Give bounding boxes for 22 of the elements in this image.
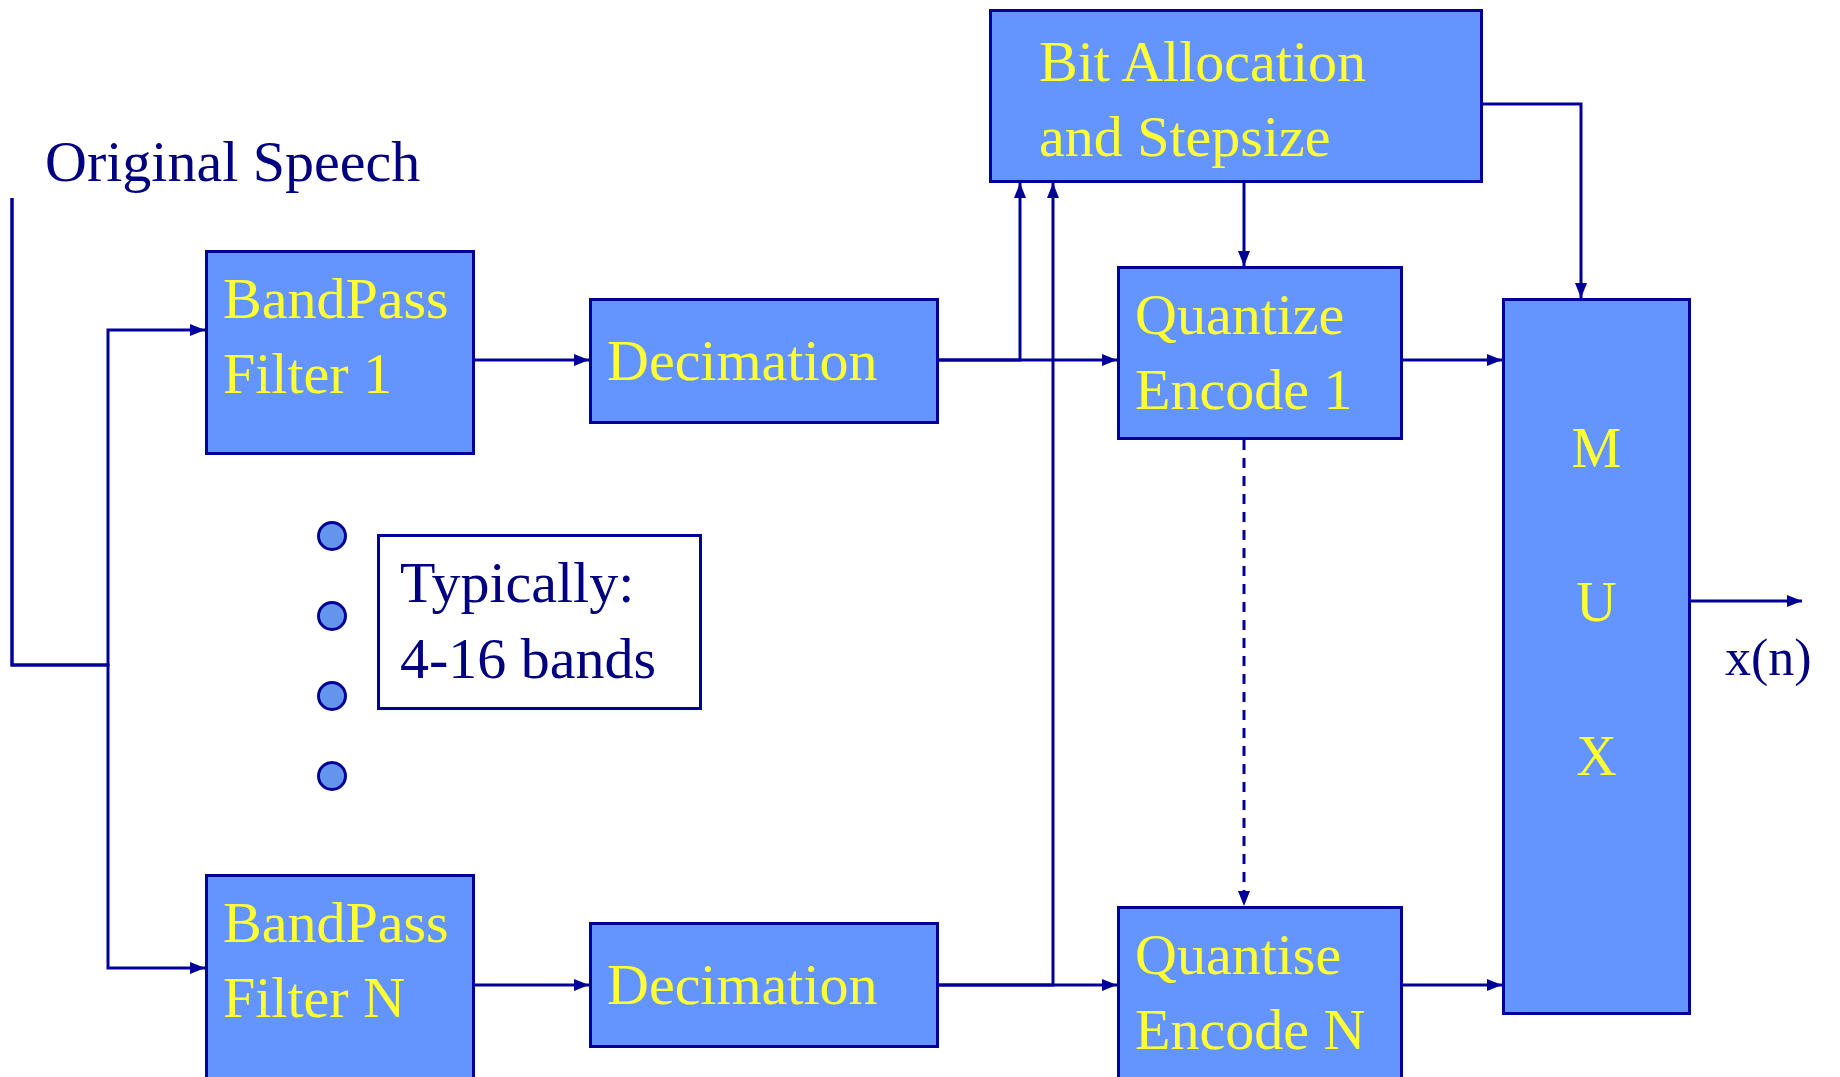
multiplexer-box: M U X	[1502, 298, 1691, 1015]
arrow	[1238, 183, 1250, 266]
process-box: Decimation	[589, 298, 939, 424]
arrow	[1403, 354, 1502, 366]
arrow	[1483, 102, 1587, 298]
filter-box: BandPass Filter N	[205, 874, 475, 1077]
filter-box: BandPass Filter 1	[205, 250, 475, 455]
input-label: Original Speech	[0, 128, 470, 198]
arrow	[1403, 979, 1502, 991]
arrow	[939, 183, 1059, 987]
arrow	[475, 979, 589, 991]
process-box: Bit Allocation and Stepsize	[989, 9, 1483, 183]
arrow	[1691, 595, 1802, 607]
arrow	[939, 183, 1026, 362]
arrow	[475, 354, 589, 366]
arrow	[10, 198, 205, 974]
dashed-arrow	[1238, 440, 1250, 906]
process-box: Quantize Encode 1	[1117, 266, 1403, 440]
output-label: x(n)	[1725, 628, 1812, 688]
process-box: Quantise Encode N	[1117, 906, 1403, 1077]
note-box: Typically: 4-16 bands	[377, 534, 702, 710]
process-box: Decimation	[589, 922, 939, 1048]
